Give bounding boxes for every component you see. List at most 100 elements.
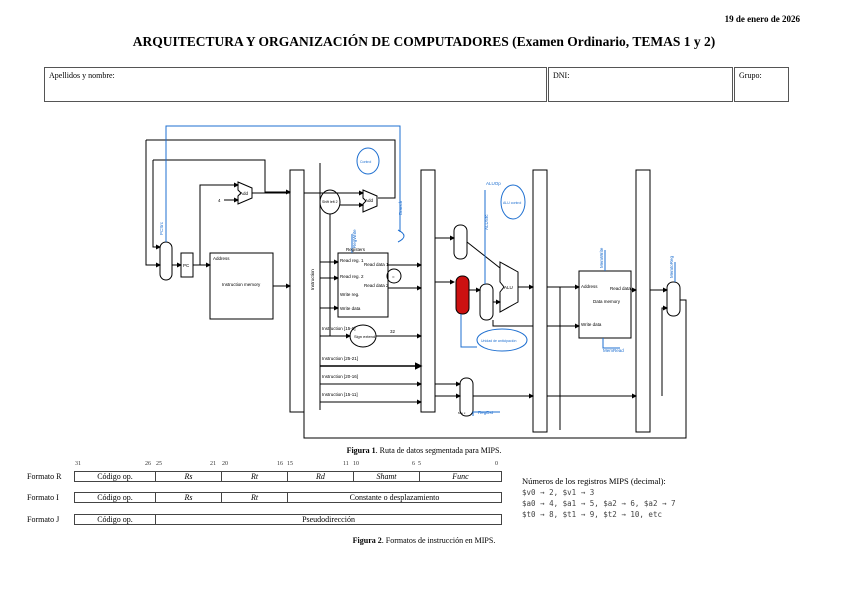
- format-r-opcode: Código op.: [75, 472, 156, 481]
- format-r-label: Formato R: [27, 472, 62, 481]
- memtoreg-mux: [666, 281, 681, 317]
- forward-a-mux: [453, 224, 468, 260]
- mem-wb-register: [635, 169, 651, 433]
- memtoreg-label: MemtoReg: [669, 255, 674, 278]
- read-data1-label: Read data 1: [364, 262, 389, 267]
- write-reg-label: Write reg.: [340, 292, 359, 297]
- bit-11: 11: [343, 461, 349, 467]
- add1-label: Add: [240, 191, 249, 196]
- dni-label: DNI:: [553, 71, 570, 80]
- alu-control-unit: [500, 184, 526, 220]
- bit-31: 31: [75, 461, 81, 467]
- regdst-label: RegDst: [478, 410, 494, 415]
- format-j-opcode: Código op.: [75, 515, 156, 524]
- bit-15: 15: [287, 461, 293, 467]
- format-j-address: Pseudodirección: [302, 515, 355, 524]
- figure2-caption-bold: Figura 2: [352, 536, 382, 545]
- format-i-row: Código op. Rs Rt Constante o desplazamie…: [74, 492, 502, 503]
- name-field[interactable]: Apellidos y nombre:: [44, 67, 547, 102]
- bit-0: 0: [495, 461, 498, 467]
- memread-label: MemRead: [603, 348, 624, 353]
- pc-label: PC: [183, 263, 190, 268]
- format-r-func: Func: [452, 472, 469, 481]
- shift-label: Shift left 2: [322, 200, 338, 204]
- forwarding-label: Unidad de anticipación: [481, 339, 516, 343]
- register-note-line: $v0 → 2, $v1 → 3: [522, 488, 595, 497]
- instr-15-11-label: Instruction [15-11]: [322, 392, 358, 397]
- dm-read-label: Read data: [610, 286, 631, 291]
- alusrc-label: ALUSrc: [484, 214, 489, 230]
- instruction-label: Instruction: [310, 269, 315, 290]
- figure2-caption-text: . Formatos de instrucción en MIPS.: [381, 536, 496, 545]
- figure1-caption: Figura 1. Ruta de datos segmentada para …: [0, 446, 848, 455]
- format-r-rt: Rt: [222, 472, 288, 481]
- figure1-caption-text: . Ruta de datos segmentada para MIPS.: [375, 446, 502, 455]
- format-j-label: Formato J: [27, 515, 60, 524]
- regdst-mux-label: M u x: [458, 411, 466, 415]
- bit-20: 20: [222, 461, 228, 467]
- equality-comparator: [386, 268, 402, 284]
- control-label: Control: [360, 160, 372, 164]
- memwrite-label: MemWrite: [599, 247, 604, 268]
- exam-title: ARQUITECTURA Y ORGANIZACIÓN DE COMPUTADO…: [132, 34, 716, 49]
- dni-field[interactable]: DNI:: [548, 67, 733, 102]
- format-i-rs: Rs: [156, 493, 222, 502]
- register-numbers-note: Números de los registros MIPS (decimal):…: [522, 476, 676, 520]
- id-ex-register: [420, 169, 436, 413]
- if-id-register: [289, 169, 305, 413]
- b32-label: 32: [390, 329, 396, 334]
- dm-label: Data memory: [593, 299, 621, 304]
- regwrite-label: RegWrite: [352, 229, 357, 248]
- format-r-row: Código op. Rs Rt Rd Shamt Func: [74, 471, 502, 482]
- alu-control-label: ALU control: [503, 201, 522, 205]
- dm-write-label: Write data: [581, 322, 602, 327]
- register-note-line: $a0 → 4, $a1 → 5, $a2 → 6, $a2 → 7: [522, 499, 676, 508]
- instr-15-0-label: Instruction [15-0]: [322, 326, 356, 331]
- format-i-rt: Rt: [222, 493, 288, 502]
- branch-and-gate: [397, 229, 405, 243]
- bit-6: 6: [412, 461, 415, 467]
- format-i-opcode: Código op.: [75, 493, 156, 502]
- branch-adder: [362, 189, 378, 213]
- add2-label: Add: [365, 198, 374, 203]
- instr-25-21-label: Instruction [25-21]: [322, 356, 358, 361]
- exam-date: 19 de enero de 2026: [724, 14, 800, 24]
- instr-20-16-label: Instruction [20-16]: [322, 374, 358, 379]
- four-label: 4: [218, 198, 221, 203]
- bit-10: 10: [353, 461, 359, 467]
- datapath-diagram: Add 4 Add Shift left 2 PC Address Instru…: [145, 125, 687, 439]
- group-label: Grupo:: [739, 71, 762, 80]
- format-i-label: Formato I: [27, 493, 59, 502]
- name-label: Apellidos y nombre:: [49, 71, 115, 80]
- bit-numbers: 31 26 25 21 20 16 15 11 10 6 5 0: [75, 461, 502, 469]
- read-data2-label: Read data 2: [364, 283, 389, 288]
- eq-label: =: [392, 274, 395, 279]
- bit-5: 5: [418, 461, 421, 467]
- bit-16: 16: [277, 461, 283, 467]
- control-unit: [356, 147, 380, 175]
- read-reg2-label: Read reg. 2: [340, 274, 364, 279]
- forwarding-unit: [476, 328, 528, 352]
- register-note-line: $t0 → 8, $t1 → 9, $t2 → 10, etc: [522, 510, 662, 519]
- im-address-label: Address: [213, 256, 230, 261]
- aluop-label: ALUOp: [486, 181, 501, 186]
- format-r-rs: Rs: [156, 472, 222, 481]
- read-reg1-label: Read reg. 1: [340, 258, 364, 263]
- figure1-caption-bold: Figura 1: [346, 446, 376, 455]
- alusrc-mux: [479, 283, 494, 321]
- branch-label: Branch: [398, 200, 403, 215]
- format-j-row: Código op. Pseudodirección: [74, 514, 502, 525]
- format-r-shamt: Shamt: [354, 472, 420, 481]
- data-memory: [578, 270, 632, 339]
- register-file: [337, 252, 389, 318]
- bit-26: 26: [145, 461, 151, 467]
- write-data-label: Write data: [340, 306, 361, 311]
- group-field[interactable]: Grupo:: [734, 67, 789, 102]
- bit-25: 25: [156, 461, 162, 467]
- forward-b-mux: [455, 275, 470, 315]
- sign-extend-label: Sign extend: [354, 334, 375, 339]
- register-note-title: Números de los registros MIPS (decimal):: [522, 476, 666, 486]
- figure2-caption: Figura 2. Formatos de instrucción en MIP…: [0, 536, 848, 545]
- registers-label: Registers: [346, 247, 366, 252]
- pc-mux: [159, 241, 173, 281]
